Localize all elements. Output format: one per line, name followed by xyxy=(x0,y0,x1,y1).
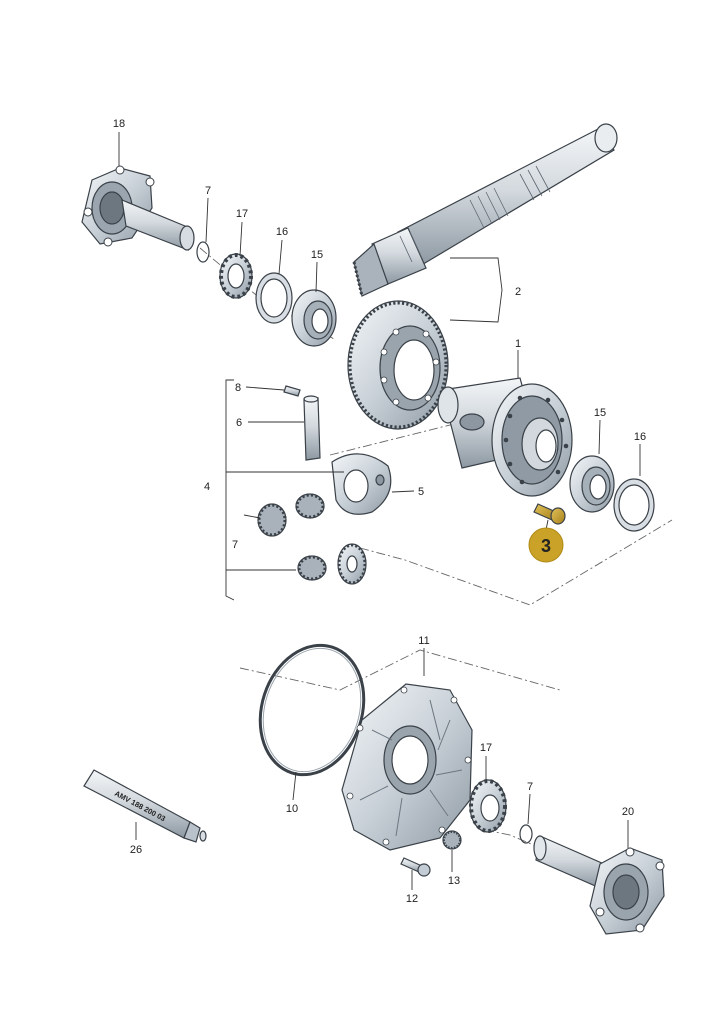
callout-26: 26 xyxy=(130,844,142,856)
circlip-7-top[interactable] xyxy=(196,241,210,263)
callout-labels: 18 7 17 16 15 2 1 15 16 8 6 4 5 7 11 10 … xyxy=(113,118,646,905)
oil-seal-15-top[interactable] xyxy=(291,289,337,347)
highlight-badge-3[interactable]: 3 xyxy=(528,527,564,563)
callout-18: 18 xyxy=(113,118,125,130)
differential-housing-1[interactable] xyxy=(437,377,573,497)
differential-shaft-6[interactable] xyxy=(303,395,321,461)
pinion-shaft-2[interactable] xyxy=(352,123,618,297)
side-gear-bottom[interactable] xyxy=(297,543,367,585)
oil-seal-15-right[interactable] xyxy=(569,455,615,513)
sealant-tube-26[interactable]: AMV 188 200 03 xyxy=(83,769,207,843)
side-gear-top[interactable] xyxy=(295,493,325,519)
callout-16-right: 16 xyxy=(634,431,646,443)
callout-17-bottom: 17 xyxy=(480,742,492,754)
housing-cover-11[interactable] xyxy=(341,683,473,851)
callout-5: 5 xyxy=(418,486,424,498)
badge-circle xyxy=(528,527,564,563)
callout-12: 12 xyxy=(406,893,418,905)
drive-flange-20[interactable] xyxy=(533,835,665,935)
taper-bearing-17-bottom[interactable] xyxy=(469,779,507,833)
callout-2: 2 xyxy=(515,286,521,298)
bolt-3[interactable] xyxy=(533,503,566,525)
callout-7-mid: 7 xyxy=(232,539,238,551)
taper-bearing-17-top[interactable] xyxy=(219,253,253,299)
callout-7-top: 7 xyxy=(205,185,211,197)
callout-17-top: 17 xyxy=(236,208,248,220)
callout-13: 13 xyxy=(448,875,460,887)
callout-11: 11 xyxy=(418,635,429,647)
thrust-washer-5[interactable] xyxy=(331,453,392,515)
callout-8: 8 xyxy=(235,382,241,394)
plug-13[interactable] xyxy=(442,830,462,850)
callout-15-top: 15 xyxy=(311,249,323,261)
shim-16-right[interactable] xyxy=(613,478,655,532)
callout-7-bottom: 7 xyxy=(527,781,533,793)
bolt-12[interactable] xyxy=(400,857,431,877)
planet-gear-left[interactable] xyxy=(257,503,287,537)
callout-20: 20 xyxy=(622,806,634,818)
callout-10: 10 xyxy=(286,803,298,815)
circlip-7-bottom[interactable] xyxy=(519,824,533,844)
crown-wheel-2[interactable] xyxy=(347,300,449,430)
callout-15-right: 15 xyxy=(594,407,606,419)
callout-6: 6 xyxy=(236,417,242,429)
drive-flange-18[interactable] xyxy=(81,165,195,251)
pin-8[interactable] xyxy=(283,385,301,397)
callout-16-top: 16 xyxy=(276,226,288,238)
leader-lines xyxy=(118,132,641,890)
callout-4: 4 xyxy=(204,481,210,493)
callout-1: 1 xyxy=(515,338,521,350)
badge-label: 3 xyxy=(541,536,551,556)
shim-16-top[interactable] xyxy=(255,272,293,324)
